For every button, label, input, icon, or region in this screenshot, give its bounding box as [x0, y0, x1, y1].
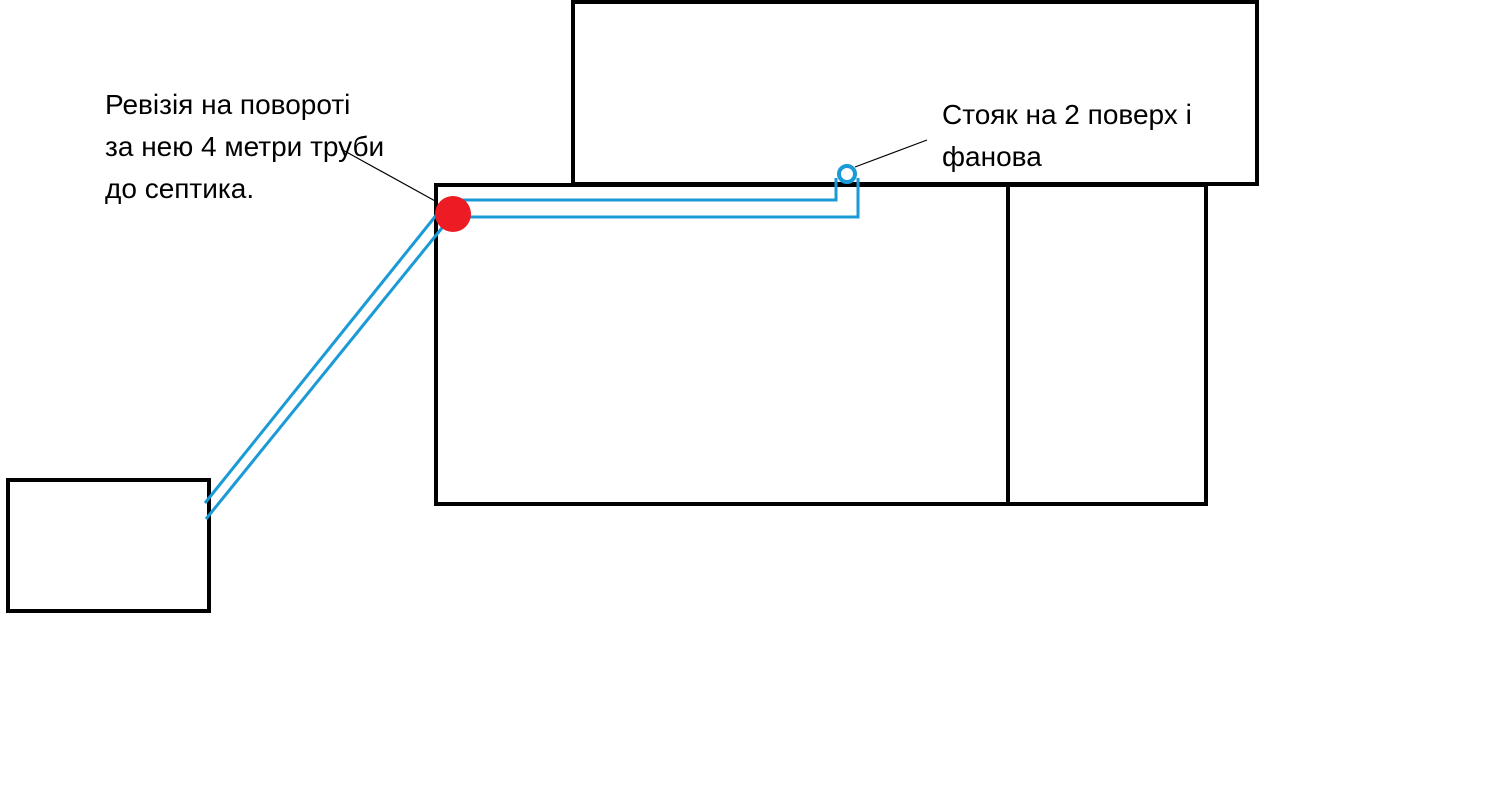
revision-annotation-line-1: Ревізія на повороті — [105, 89, 351, 120]
riser-annotation-line-1: Стояк на 2 поверх і — [942, 99, 1192, 130]
diagonal-pipe-edge-1 — [203, 207, 444, 504]
diagonal-pipe-edge-2 — [204, 222, 448, 520]
revision-point-icon — [435, 196, 471, 232]
riser-icon — [837, 164, 857, 184]
main-house-outline — [434, 183, 1208, 506]
pipe-lower-edge — [453, 178, 860, 219]
septic-tank-outline — [6, 478, 211, 613]
riser-annotation: Стояк на 2 поверх і фанова — [942, 94, 1192, 178]
riser-annotation-line-2: фанова — [942, 141, 1042, 172]
pipe-upper-edge — [453, 178, 838, 202]
riser-leader-line — [854, 139, 928, 168]
revision-annotation-line-2: за нею 4 метри труби — [105, 131, 385, 162]
revision-annotation-line-3: до септика. — [105, 173, 255, 204]
revision-annotation: Ревізія на повороті за нею 4 метри труби… — [105, 84, 384, 210]
revision-leader-line — [340, 148, 438, 203]
